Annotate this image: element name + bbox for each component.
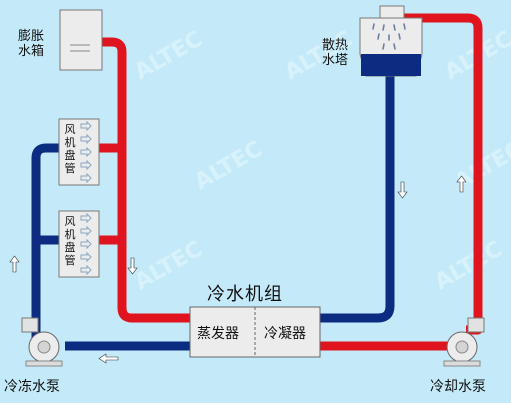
flow-arrows	[9, 175, 467, 364]
evaporator-label: 蒸发器	[197, 326, 239, 342]
arrow-down-icon	[127, 257, 138, 275]
cooling-return-pipe	[320, 13, 483, 351]
water-spray-icon	[372, 23, 406, 50]
chilled-pump-label: 冷冻水泵	[4, 379, 60, 395]
fan-coil-unit	[58, 210, 100, 278]
fan-coil-label: 风 机 盘 管	[64, 215, 76, 267]
cooling-water-pump	[443, 317, 485, 367]
watermark-text: ALTEC	[131, 237, 207, 295]
fan-coil-unit	[58, 118, 100, 186]
watermark-layer: ALTEC ALTEC ALTEC ALTEC ALTEC ALTEC ALTE…	[131, 27, 511, 295]
watermark-text: ALTEC	[131, 27, 207, 85]
cooling-tower-label: 散热 水塔	[322, 38, 349, 68]
airflow-icon	[80, 212, 92, 276]
chilled-water-pump	[21, 317, 63, 367]
cooling-tower	[359, 5, 423, 77]
arrow-down-icon	[397, 181, 408, 199]
arrow-up-icon	[456, 175, 467, 193]
airflow-icon	[80, 120, 92, 184]
chiller-title: 冷水机组	[207, 284, 283, 305]
chiller-unit	[189, 306, 321, 358]
chilled-supply-pipes	[31, 143, 190, 351]
cooling-supply-pipe	[320, 76, 395, 323]
expansion-tank-label: 膨胀 水箱	[18, 29, 45, 59]
arrow-left-icon	[98, 353, 119, 364]
condenser-label: 冷凝器	[264, 326, 306, 342]
expansion-tank	[59, 9, 103, 71]
watermark-text: ALTEC	[431, 237, 507, 295]
cooling-pump-label: 冷却水泵	[430, 379, 486, 395]
watermark-text: ALTEC	[191, 137, 267, 195]
arrow-up-icon	[9, 255, 20, 273]
fan-coil-label: 风 机 盘 管	[64, 123, 76, 175]
chilled-return-pipes	[98, 37, 190, 323]
